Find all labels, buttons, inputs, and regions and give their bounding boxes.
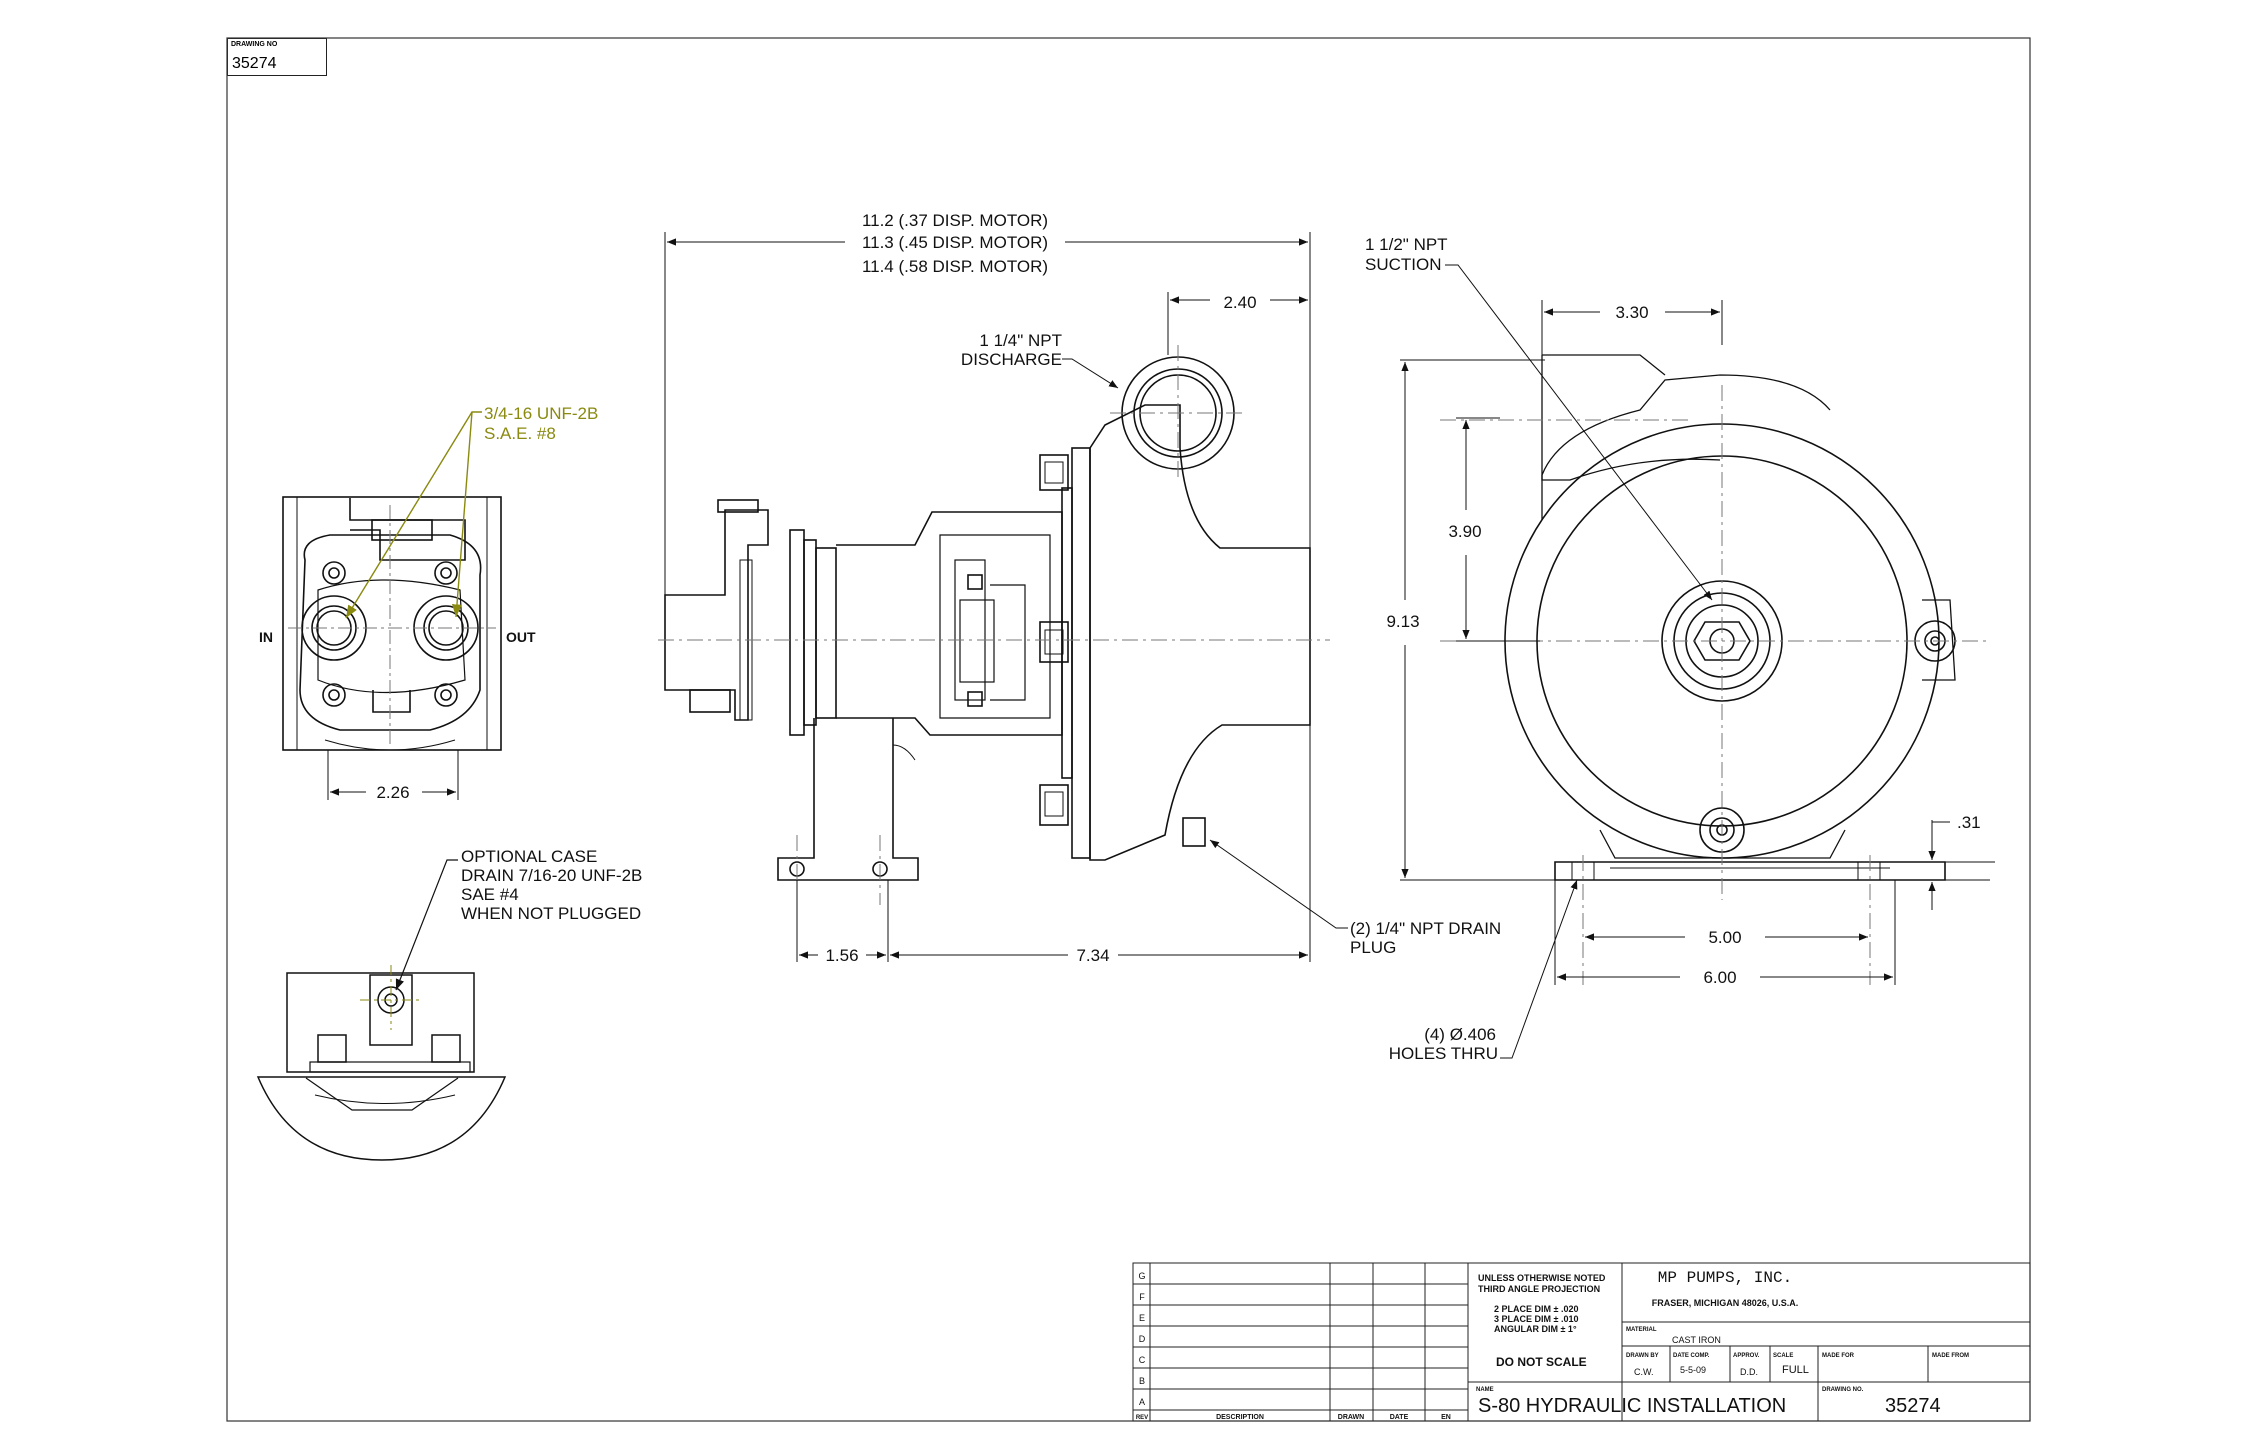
title-block-texts: G F E D C B A REV DESCRIPTION DRAWN DATE…	[1136, 1269, 1969, 1421]
col-description-label: DESCRIPTION	[1216, 1414, 1264, 1421]
dim-3-90: 3.90	[1448, 522, 1481, 541]
dim-2-26: 2.26	[376, 783, 409, 802]
port-out-label: OUT	[506, 629, 536, 645]
title-block	[1132, 1262, 2031, 1422]
pump-side-view	[664, 356, 1311, 881]
col-en-label: EN	[1441, 1414, 1451, 1421]
port-in-label: IN	[259, 629, 273, 645]
col-date-label: DATE	[1390, 1414, 1409, 1421]
drain-plug-label-1: (2) 1/4" NPT DRAIN	[1350, 919, 1501, 938]
motor-port-centerlines	[288, 505, 496, 745]
drawing-no-value: 35274	[1885, 1395, 1941, 1417]
drawn-by-label: DRAWN BY	[1626, 1353, 1659, 1359]
discharge-label-2: DISCHARGE	[961, 350, 1062, 369]
holes-label-1: (4) Ø.406	[1424, 1025, 1496, 1044]
suction-label-2: SUCTION	[1365, 255, 1442, 274]
dim-031: .31	[1957, 813, 1981, 832]
name-label: NAME	[1476, 1387, 1494, 1393]
tolerance-line-2: 3 PLACE DIM ± .010	[1494, 1314, 1578, 1324]
dim-2-26	[327, 750, 459, 800]
drawing-number-label: DRAWING NO	[231, 41, 278, 48]
dim-5-00: 5.00	[1708, 928, 1741, 947]
tolerance-line-3: ANGULAR DIM ± 1°	[1494, 1324, 1577, 1334]
col-drawn-label: DRAWN	[1338, 1414, 1364, 1421]
rev-letter-g: G	[1138, 1271, 1145, 1281]
drawing-no-label: DRAWING NO.	[1822, 1387, 1864, 1393]
port-thread-label-2: S.A.E. #8	[484, 424, 556, 443]
company-name: MP PUMPS, INC.	[1658, 1269, 1792, 1287]
front-view-centerlines	[1440, 385, 1990, 985]
rev-letter-c: C	[1139, 1355, 1146, 1365]
approv-value: D.D.	[1740, 1367, 1758, 1377]
front-view-dims	[1400, 264, 1995, 1059]
dim-overall-length-1: 11.2 (.37 DISP. MOTOR)	[862, 211, 1048, 230]
date-comp-value: 5-5-09	[1680, 1365, 1706, 1375]
case-drain-leader	[395, 859, 458, 991]
sheet-border	[226, 37, 2031, 1422]
dim-2-40: 2.40	[1223, 293, 1256, 312]
dim-overall-length-2: 11.3 (.45 DISP. MOTOR)	[862, 233, 1048, 252]
discharge-label-1: 1 1/4" NPT	[979, 331, 1062, 350]
approv-label: APPROV.	[1733, 1353, 1760, 1359]
dimension-texts: 11.2 (.37 DISP. MOTOR) 11.3 (.45 DISP. M…	[376, 211, 1980, 987]
notes-line-1: UNLESS OTHERWISE NOTED	[1478, 1273, 1606, 1283]
side-view-dims	[664, 232, 1348, 962]
suction-label-1: 1 1/2" NPT	[1365, 235, 1448, 254]
scale-value: FULL	[1782, 1364, 1809, 1376]
motor-port-view	[282, 496, 502, 751]
dim-6-00: 6.00	[1703, 968, 1736, 987]
dim-7-34: 7.34	[1076, 946, 1109, 965]
rev-letter-d: D	[1139, 1334, 1146, 1344]
rev-column-label: REV	[1136, 1415, 1148, 1421]
do-not-scale: DO NOT SCALE	[1496, 1355, 1587, 1369]
rev-letter-b: B	[1139, 1376, 1145, 1386]
case-drain-label-1: OPTIONAL CASE	[461, 847, 597, 866]
dim-9-13: 9.13	[1386, 612, 1419, 631]
drawing-number-value: 35274	[232, 55, 277, 72]
case-drain-label-4: WHEN NOT PLUGGED	[461, 904, 641, 923]
company-address: FRASER, MICHIGAN 48026, U.S.A.	[1652, 1298, 1799, 1308]
made-from-label: MADE FROM	[1932, 1353, 1969, 1359]
drain-plug-label-2: PLUG	[1350, 938, 1396, 957]
case-drain-label-2: DRAIN 7/16-20 UNF-2B	[461, 866, 642, 885]
side-view-centerlines	[658, 345, 1330, 905]
port-leaders	[345, 411, 482, 619]
notes-line-2: THIRD ANGLE PROJECTION	[1478, 1284, 1600, 1294]
drawing-name: S-80 HYDRAULIC INSTALLATION	[1478, 1395, 1786, 1417]
pump-front-view	[1504, 354, 1956, 881]
material-value: CAST IRON	[1672, 1335, 1721, 1345]
rev-letter-f: F	[1139, 1292, 1145, 1302]
rev-letter-a: A	[1139, 1397, 1145, 1407]
rev-letter-e: E	[1139, 1313, 1145, 1323]
holes-label-2: HOLES THRU	[1389, 1044, 1498, 1063]
case-drain-centerlines	[360, 965, 422, 1030]
date-comp-label: DATE COMP.	[1673, 1353, 1710, 1359]
dim-1-56: 1.56	[825, 946, 858, 965]
port-thread-label-1: 3/4-16 UNF-2B	[484, 404, 598, 423]
drawn-by-value: C.W.	[1634, 1367, 1654, 1377]
made-for-label: MADE FOR	[1822, 1353, 1855, 1359]
dim-overall-length-3: 11.4 (.58 DISP. MOTOR)	[862, 257, 1048, 276]
material-label: MATERIAL	[1626, 1327, 1657, 1333]
callout-texts: 1 1/4" NPT DISCHARGE 1 1/2" NPT SUCTION …	[259, 235, 1501, 1063]
dim-3-30: 3.30	[1615, 303, 1648, 322]
scale-label: SCALE	[1773, 1353, 1793, 1359]
case-drain-label-3: SAE #4	[461, 885, 519, 904]
case-drain-view	[256, 972, 507, 1161]
tolerance-line-1: 2 PLACE DIM ± .020	[1494, 1304, 1578, 1314]
